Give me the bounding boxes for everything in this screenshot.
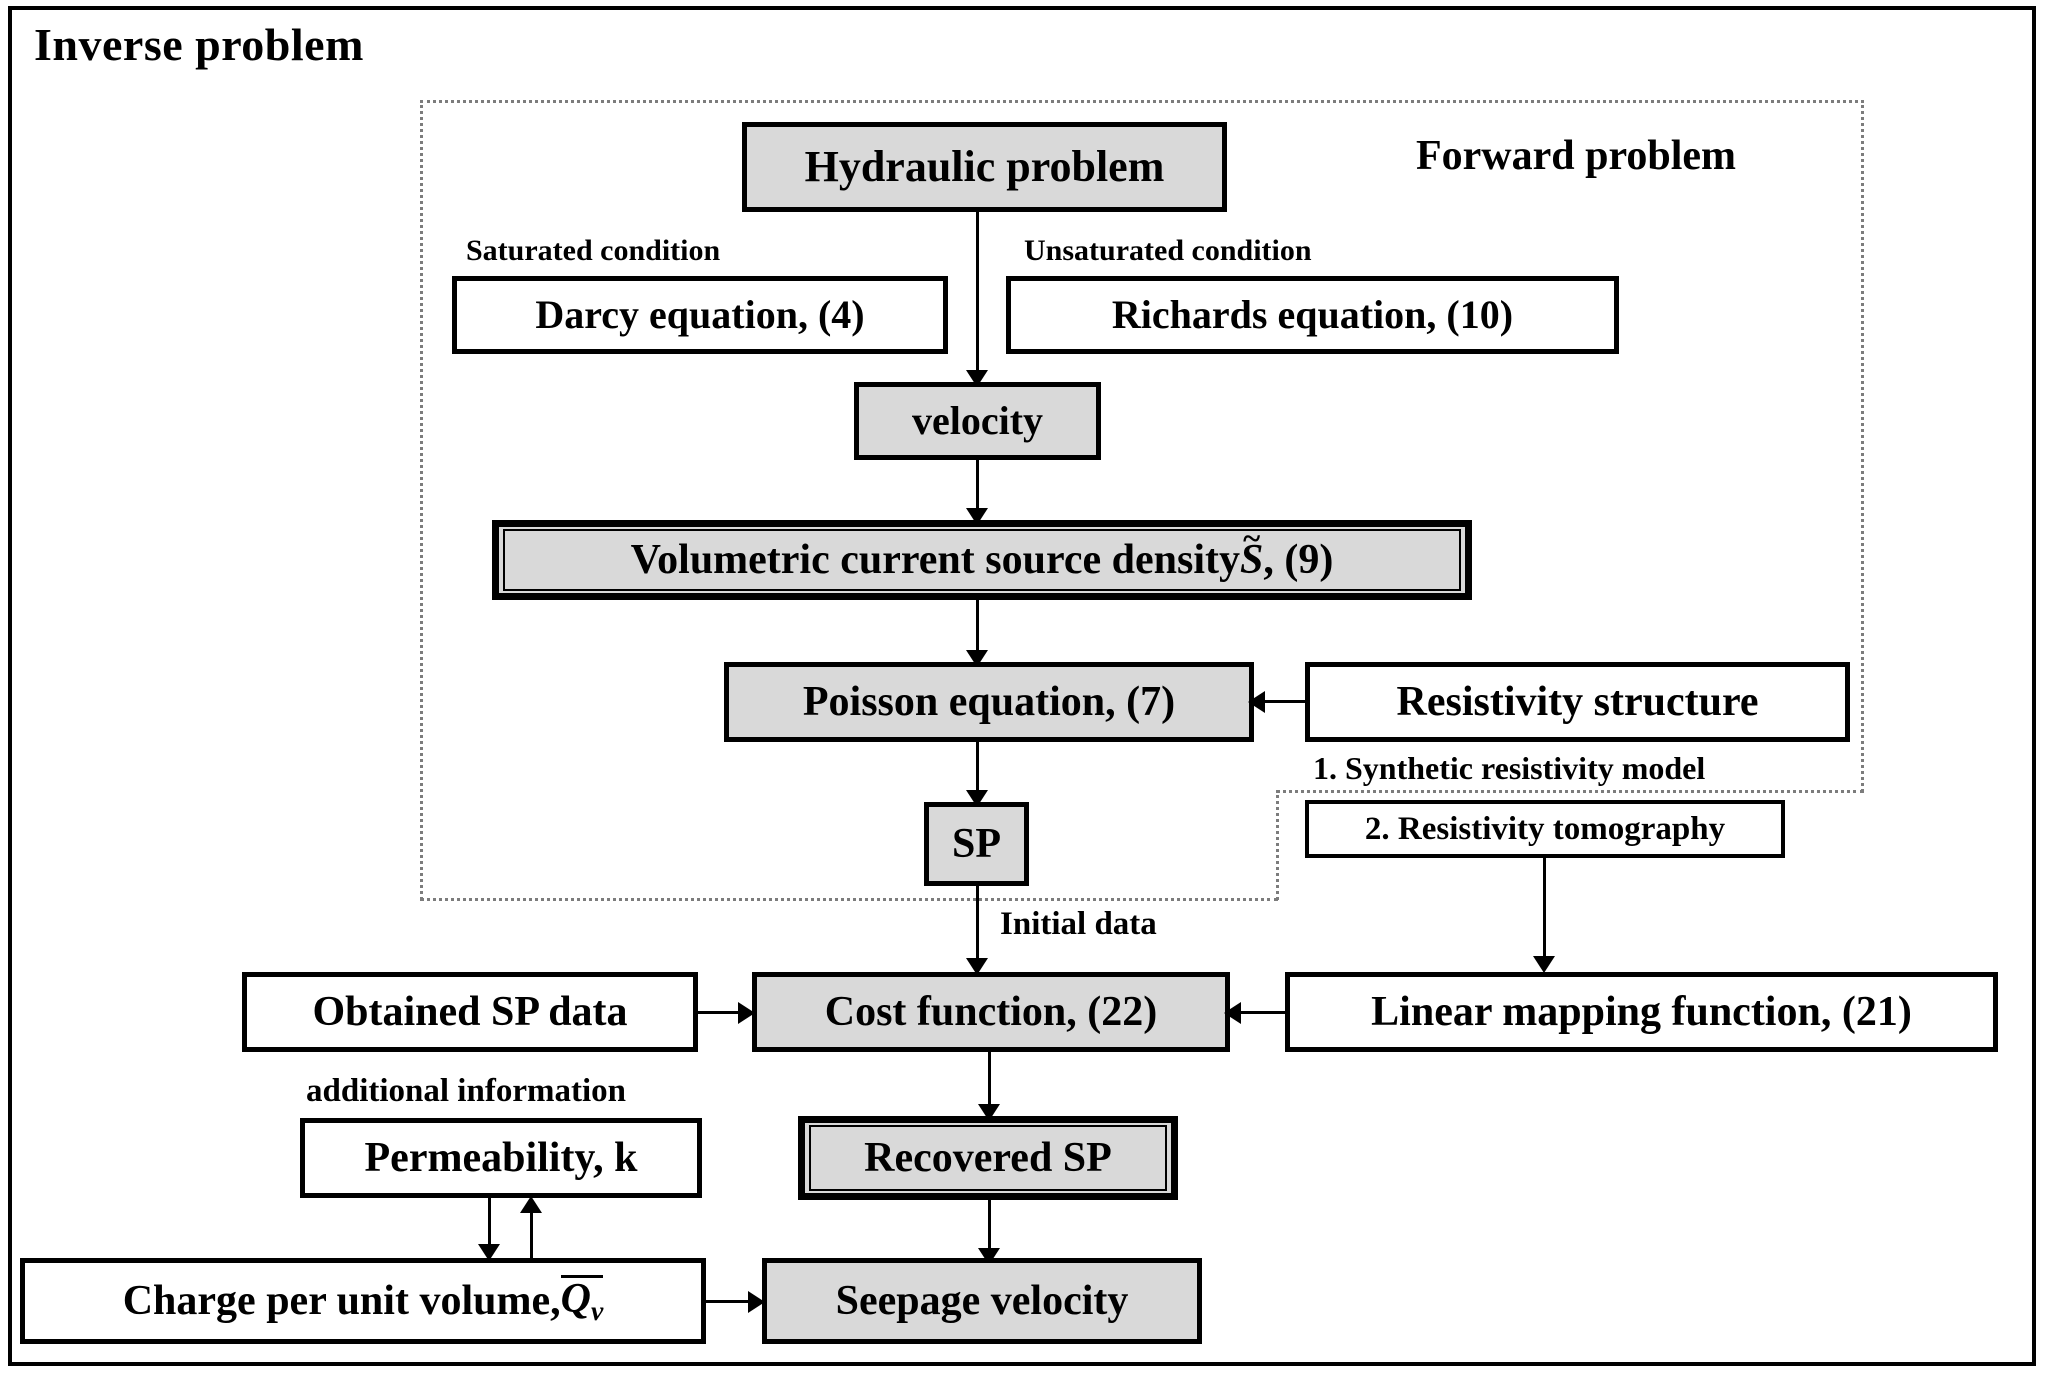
node-resistivity-structure[interactable]: Resistivity structure (1305, 662, 1850, 742)
volumetric-source-suffix: , (9) (1263, 536, 1334, 583)
charge-subscript: v (590, 1294, 604, 1326)
connector-poisson-to-sp (976, 742, 979, 800)
label-initial-data: Initial data (1000, 906, 1157, 942)
node-richards-equation[interactable]: Richards equation, (10) (1006, 276, 1619, 354)
arrowhead-charge-to-permeability (520, 1196, 542, 1213)
connector-tomography-to-linear-mapping (1543, 858, 1546, 970)
figure-title: Inverse problem (34, 19, 364, 70)
label-synthetic-resistivity-model: 1. Synthetic resistivity model (1313, 750, 1706, 786)
node-velocity[interactable]: velocity (854, 382, 1101, 460)
connector-resistivity-to-poisson (1262, 700, 1307, 703)
volumetric-source-prefix: Volumetric current source density (630, 536, 1240, 583)
node-charge-per-unit-volume[interactable]: Charge per unit volume, Qv (20, 1258, 706, 1344)
node-sp[interactable]: SP (924, 802, 1029, 886)
node-volumetric-source-inner: Volumetric current source density ~S, (9… (503, 523, 1461, 591)
connector-charge-to-seepage-velocity (706, 1300, 756, 1303)
node-recovered-sp-inner: Recovered SP (809, 1125, 1167, 1191)
connector-permeability-to-charge (488, 1198, 491, 1258)
node-obtained-sp-data[interactable]: Obtained SP data (242, 972, 698, 1052)
connector-sp-to-cost-function (976, 886, 979, 972)
node-cost-function[interactable]: Cost function, (22) (752, 972, 1230, 1052)
charge-symbol-overline: Qv (560, 1274, 604, 1326)
node-permeability[interactable]: Permeability, k (300, 1118, 702, 1198)
node-hydraulic-problem[interactable]: Hydraulic problem (742, 122, 1227, 212)
figure-outer-frame (8, 6, 2036, 1366)
connector-charge-to-permeability (530, 1202, 533, 1260)
connector-source-density-to-poisson (976, 600, 979, 662)
node-recovered-sp[interactable]: Recovered SP (798, 1116, 1178, 1200)
arrowhead-tomography-to-linear-mapping (1533, 956, 1555, 973)
tilde-accent: ~ (1243, 520, 1261, 557)
node-darcy-equation[interactable]: Darcy equation, (4) (452, 276, 948, 354)
arrowhead-linear-mapping-to-cost-function (1224, 1002, 1241, 1024)
charge-label-prefix: Charge per unit volume, (122, 1277, 561, 1324)
arrowhead-obtained-sp-to-cost-function (738, 1002, 755, 1024)
label-saturated-condition: Saturated condition (466, 234, 721, 267)
node-linear-mapping-function[interactable]: Linear mapping function, (21) (1285, 972, 1998, 1052)
forward-problem-region-label: Forward problem (1416, 133, 1737, 179)
connector-velocity-to-source-density (976, 460, 979, 520)
arrowhead-charge-to-seepage-velocity (748, 1291, 765, 1313)
connector-recovered-sp-to-seepage-velocity (988, 1200, 991, 1262)
node-volumetric-current-source-density[interactable]: Volumetric current source density ~S, (9… (492, 520, 1472, 600)
connector-linear-mapping-to-cost-function (1238, 1011, 1288, 1014)
arrowhead-permeability-to-charge (478, 1244, 500, 1261)
volumetric-source-symbol-tilde: ~S (1239, 523, 1264, 583)
arrowhead-resistivity-to-poisson (1248, 691, 1265, 713)
label-additional-information: additional information (306, 1073, 626, 1109)
label-unsaturated-condition: Unsaturated condition (1024, 234, 1312, 267)
connector-obtained-sp-to-cost-function (698, 1011, 746, 1014)
arrowhead-sp-to-cost-function (966, 958, 988, 975)
node-seepage-velocity[interactable]: Seepage velocity (762, 1258, 1202, 1344)
charge-symbol: Q (560, 1276, 591, 1323)
volumetric-source-symbol: S (1239, 536, 1264, 583)
node-poisson-equation[interactable]: Poisson equation, (7) (724, 662, 1254, 742)
overline-accent (560, 1274, 604, 1278)
connector-cost-function-to-recovered-sp (988, 1052, 991, 1116)
node-resistivity-tomography[interactable]: 2. Resistivity tomography (1305, 800, 1785, 858)
connector-hydraulic-to-velocity (976, 212, 979, 382)
